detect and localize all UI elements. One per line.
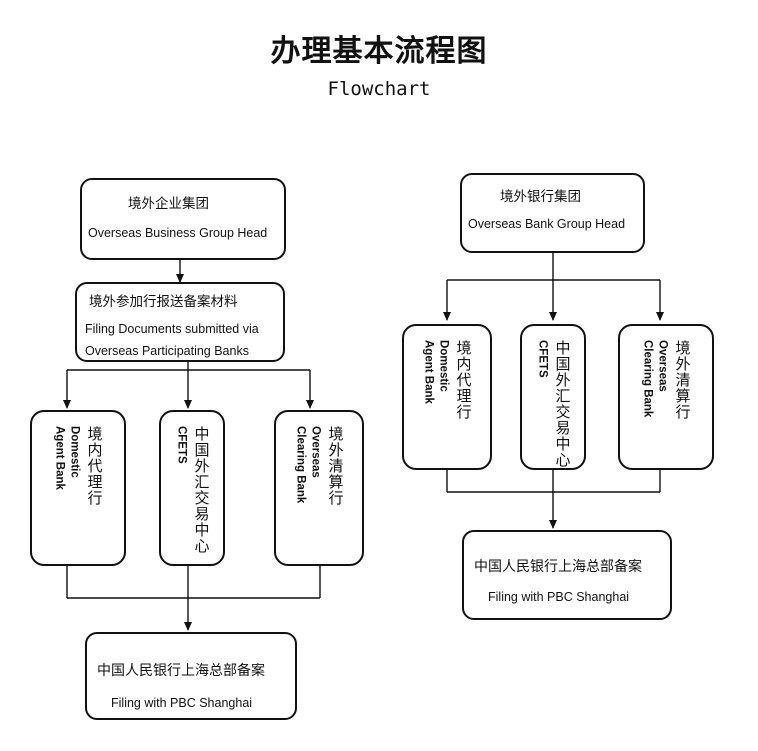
right-cfets-box: 中国外汇交易中心 CFETS <box>520 324 586 470</box>
left-overseas-clearing-bank-zh: 境外清算行 <box>326 426 344 506</box>
left-group-head-en: Overseas Business Group Head <box>88 226 268 240</box>
right-overseas-clearing-bank-zh: 境外清算行 <box>673 340 691 420</box>
right-overseas-clearing-bank-box: 境外清算行 Overseas Clearing Bank <box>618 324 714 470</box>
right-cfets-en: CFETS <box>536 340 549 378</box>
left-domestic-agent-bank-box: 境内代理行 Domestic Agent Bank <box>30 410 126 566</box>
right-group-head-box: 境外银行集团 Overseas Bank Group Head <box>460 173 645 253</box>
left-filing-documents-box: 境外参加行报送备案材料 Filing Documents submitted v… <box>75 282 285 362</box>
right-domestic-agent-bank-en: Domestic Agent Bank <box>422 340 450 404</box>
left-filing-documents-zh: 境外参加行报送备案材料 <box>89 294 238 309</box>
left-cfets-box: 中国外汇交易中心 CFETS <box>159 410 225 566</box>
left-overseas-clearing-bank-box: 境外清算行 Overseas Clearing Bank <box>274 410 364 566</box>
diagram-subtitle: Flowchart <box>327 78 431 100</box>
right-domestic-agent-bank-zh: 境内代理行 <box>454 340 472 420</box>
diagram-title: 办理基本流程图 <box>270 34 488 69</box>
right-overseas-clearing-bank-en: Overseas Clearing Bank <box>641 340 669 418</box>
right-pbc-filing-box: 中国人民银行上海总部备案 Filing with PBC Shanghai <box>462 530 672 620</box>
right-group-head-en: Overseas Bank Group Head <box>468 217 626 231</box>
left-overseas-clearing-bank-en: Overseas Clearing Bank <box>294 426 322 504</box>
left-group-head-zh: 境外企业集团 <box>128 196 209 211</box>
left-pbc-filing-en: Filing with PBC Shanghai <box>111 696 253 710</box>
right-pbc-filing-en: Filing with PBC Shanghai <box>488 590 630 604</box>
left-cfets-zh: 中国外汇交易中心 <box>192 426 210 554</box>
left-domestic-agent-bank-en: Domestic Agent Bank <box>53 426 81 490</box>
right-domestic-agent-bank-box: 境内代理行 Domestic Agent Bank <box>402 324 492 470</box>
right-cfets-zh: 中国外汇交易中心 <box>553 340 571 468</box>
left-pbc-filing-box: 中国人民银行上海总部备案 Filing with PBC Shanghai <box>85 632 297 720</box>
left-domestic-agent-bank-zh: 境内代理行 <box>85 426 103 506</box>
right-group-head-zh: 境外银行集团 <box>500 189 581 204</box>
left-cfets-en: CFETS <box>175 426 188 464</box>
left-group-head-box: 境外企业集团 Overseas Business Group Head <box>80 178 286 260</box>
right-pbc-filing-zh: 中国人民银行上海总部备案 <box>474 558 642 574</box>
left-filing-documents-en-line2: Overseas Participating Banks <box>85 344 249 358</box>
left-filing-documents-en-line1: Filing Documents submitted via <box>85 322 259 336</box>
left-pbc-filing-zh: 中国人民银行上海总部备案 <box>97 662 265 678</box>
